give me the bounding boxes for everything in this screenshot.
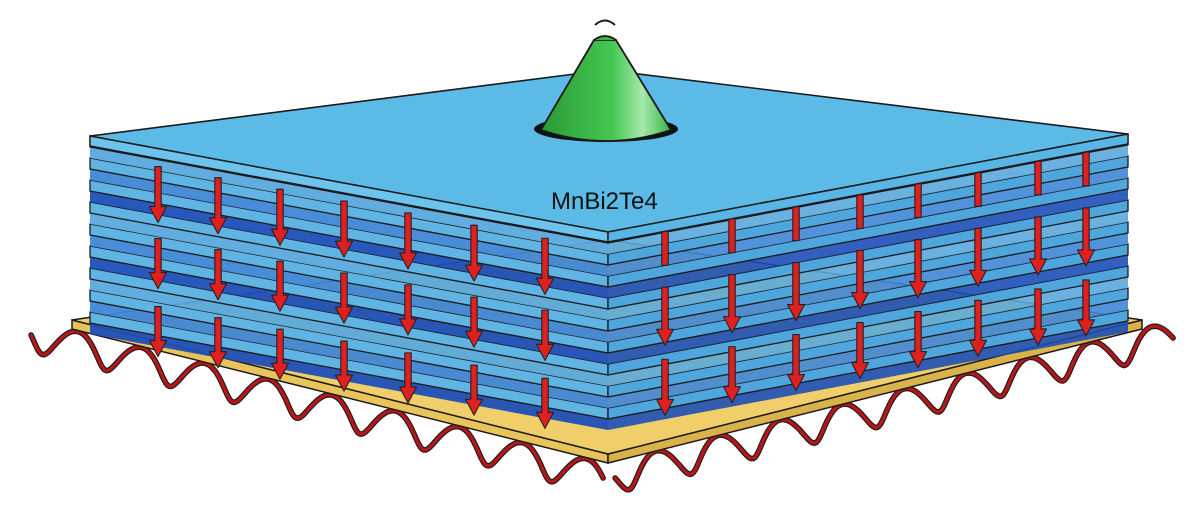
layer-right-face [607,199,1129,310]
arrow-down-icon [535,237,555,295]
arrow-down-icon [1076,207,1096,267]
arrow-down-icon [722,346,742,404]
arrow-down-icon [722,274,742,334]
layer-right-face [607,155,1129,266]
cone-tip [593,35,617,41]
layer-right-face [607,221,1129,332]
arrow-down-icon [398,352,418,404]
arrow-down-icon [398,284,418,336]
layer-right-face [607,177,1129,288]
arrow-down-icon [968,227,988,287]
arrow-down-icon [148,166,168,224]
arrow-down-icon [334,272,354,324]
arrow-down-icon [208,177,228,235]
arrow-down-icon [1028,216,1048,276]
arrow-down-icon [208,317,228,369]
arrow-down-icon [464,296,484,348]
cone-body [539,39,673,142]
arrow-down-icon [270,188,290,246]
arrow-down-icon [270,260,290,312]
arrow-down-icon [148,306,168,358]
cone-upper-branch [594,19,616,26]
arrow-down-icon [208,249,228,301]
arrow-down-icon [334,340,354,392]
arrow-down-icon [464,224,484,282]
arrow-down-icon [1028,288,1048,346]
arrow-down-icon [908,311,928,369]
arrow-down-icon [464,364,484,416]
arrow-down-icon [850,321,870,380]
top-surface [89,69,1129,243]
arrow-down-icon [1076,279,1096,337]
dirac-cone-icon [534,19,678,142]
arrow-down-icon [148,238,168,290]
arrow-down-icon [535,377,555,429]
arrow-down-icon [655,358,675,416]
arrow-down-icon [398,212,418,270]
arrow-down-icon [655,286,675,346]
arrow-down-icon [334,200,354,258]
arrow-down-icon [908,239,928,299]
material-label: MnBi2Te4 [551,188,658,215]
wavy-wire-icon [28,323,1176,493]
arrow-down-icon [850,249,870,310]
arrow-down-icon [968,299,988,357]
arrow-down-icon [535,309,555,361]
left-wire [29,329,605,484]
arrow-down-icon [270,328,290,380]
arrow-down-icon [786,334,806,392]
arrow-down-icon [786,262,806,322]
right-wire [613,324,1175,492]
